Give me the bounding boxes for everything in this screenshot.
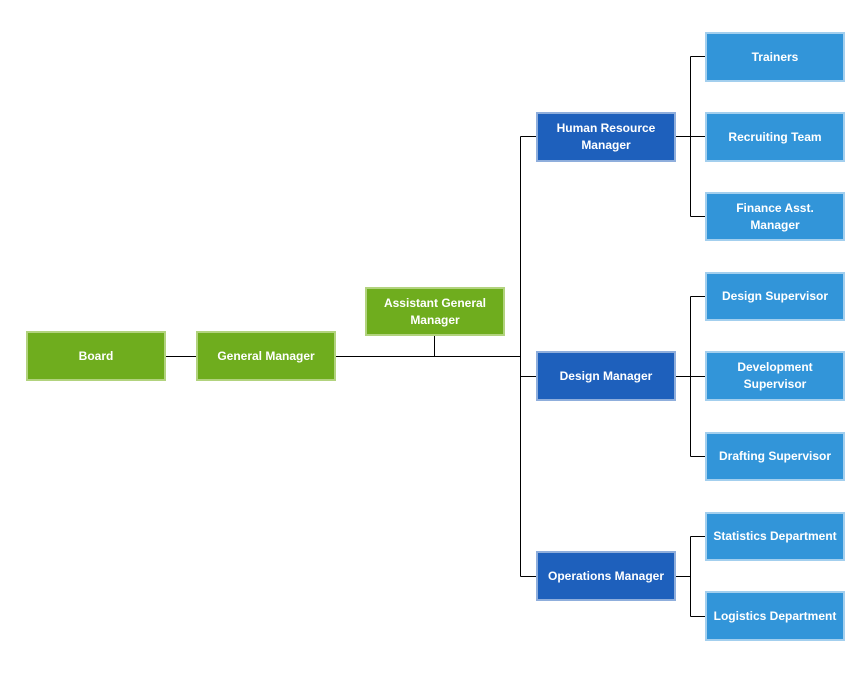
node-general-manager[interactable]: General Manager bbox=[196, 331, 336, 381]
node-design-manager[interactable]: Design Manager bbox=[536, 351, 676, 401]
node-design-supervisor[interactable]: Design Supervisor bbox=[705, 272, 845, 321]
node-board[interactable]: Board bbox=[26, 331, 166, 381]
node-logistics-department[interactable]: Logistics Department bbox=[705, 591, 845, 641]
node-statistics-department[interactable]: Statistics Department bbox=[705, 512, 845, 561]
node-assistant-general-manager[interactable]: Assistant General Manager bbox=[365, 287, 505, 336]
node-development-supervisor[interactable]: Development Supervisor bbox=[705, 351, 845, 401]
node-operations-manager[interactable]: Operations Manager bbox=[536, 551, 676, 601]
node-drafting-supervisor[interactable]: Drafting Supervisor bbox=[705, 432, 845, 481]
node-trainers[interactable]: Trainers bbox=[705, 32, 845, 82]
node-human-resource-manager[interactable]: Human Resource Manager bbox=[536, 112, 676, 162]
node-finance-asst-manager[interactable]: Finance Asst. Manager bbox=[705, 192, 845, 241]
node-recruiting-team[interactable]: Recruiting Team bbox=[705, 112, 845, 162]
